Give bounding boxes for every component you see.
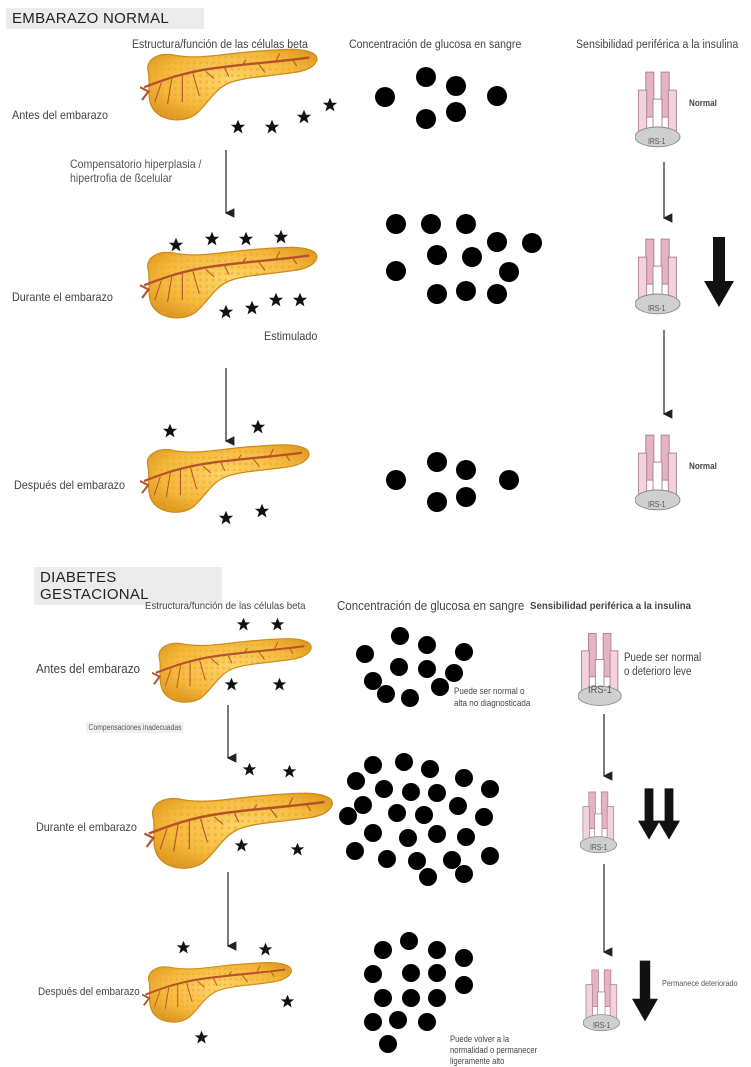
glucose-note-after: Puede volver a la normalidad o permanece… <box>450 1034 549 1067</box>
down-arrow-gdm-during-2 <box>658 788 680 839</box>
down-arrow-normal-during <box>704 237 734 307</box>
pancreas-gdm-during <box>144 793 332 868</box>
glucose-dots-normal-after <box>386 452 519 512</box>
glucose-dots-normal-before <box>375 67 507 129</box>
down-arrow-gdm-during-1 <box>638 788 660 839</box>
receptor-normal-during <box>635 239 680 314</box>
irs-label: IRS-1 <box>648 137 665 146</box>
row-label-during: Durante el embarazo <box>12 290 113 304</box>
irs-label: IRS-1 <box>648 500 665 509</box>
col-header-beta: Estructura/función de las células beta <box>132 39 308 51</box>
col-header-beta-gdm: Estructura/función de las células beta <box>145 600 306 612</box>
glucose-dots-normal-during <box>386 214 542 304</box>
sensitivity-normal-before: Normal <box>689 98 717 110</box>
glucose-dots-gdm-during <box>339 753 499 886</box>
receptor-normal-after <box>635 435 680 510</box>
row-label-after-gdm: Después del embarazo <box>38 986 140 998</box>
down-arrow-gdm-after <box>632 961 658 1022</box>
row-label-before: Antes del embarazo <box>12 108 108 122</box>
col-header-glucose-gdm: Concentración de glucosa en sangre <box>337 599 524 613</box>
pancreas-normal-during <box>140 247 317 318</box>
col-header-insulin: Sensibilidad periférica a la insulina <box>576 39 738 51</box>
section-title-normal: EMBARAZO NORMAL <box>6 8 204 29</box>
stars-normal-before <box>231 98 337 134</box>
sensitivity-gdm-before: Puede ser normal o deterioro leve <box>624 651 706 679</box>
sensitivity-normal-after: Normal <box>689 461 717 473</box>
stimulated-label: Estimulado <box>264 329 317 343</box>
irs-label-gdm: IRS-1 <box>593 1021 610 1030</box>
pancreas-gdm-before <box>152 639 311 702</box>
inadequate-compensation-note: Compensaciones inadecuadas <box>86 722 184 733</box>
compensation-note: Compensatorio hiperplasia / hipertrofia … <box>70 157 218 185</box>
pancreas-gdm-after <box>142 963 291 1023</box>
row-label-after: Después del embarazo <box>14 478 125 492</box>
glucose-note-before: Puede ser normal o alta no diagnosticada <box>454 686 536 710</box>
irs-label: IRS-1 <box>648 304 665 313</box>
pancreas-normal-before <box>140 49 317 120</box>
pancreas-normal-after <box>140 445 309 512</box>
irs-label-gdm: IRS-1 <box>588 684 612 696</box>
row-label-during-gdm: Durante el embarazo <box>36 820 137 834</box>
col-header-glucose: Concentración de glucosa en sangre <box>349 39 521 51</box>
sensitivity-gdm-after: Permanece deteriorado <box>662 978 738 988</box>
row-label-before-gdm: Antes del embarazo <box>36 661 140 676</box>
col-header-insulin-gdm: Sensibilidad periférica a la insulina <box>530 600 691 612</box>
receptor-normal-before <box>635 72 680 147</box>
irs-label-gdm: IRS-1 <box>590 843 607 852</box>
